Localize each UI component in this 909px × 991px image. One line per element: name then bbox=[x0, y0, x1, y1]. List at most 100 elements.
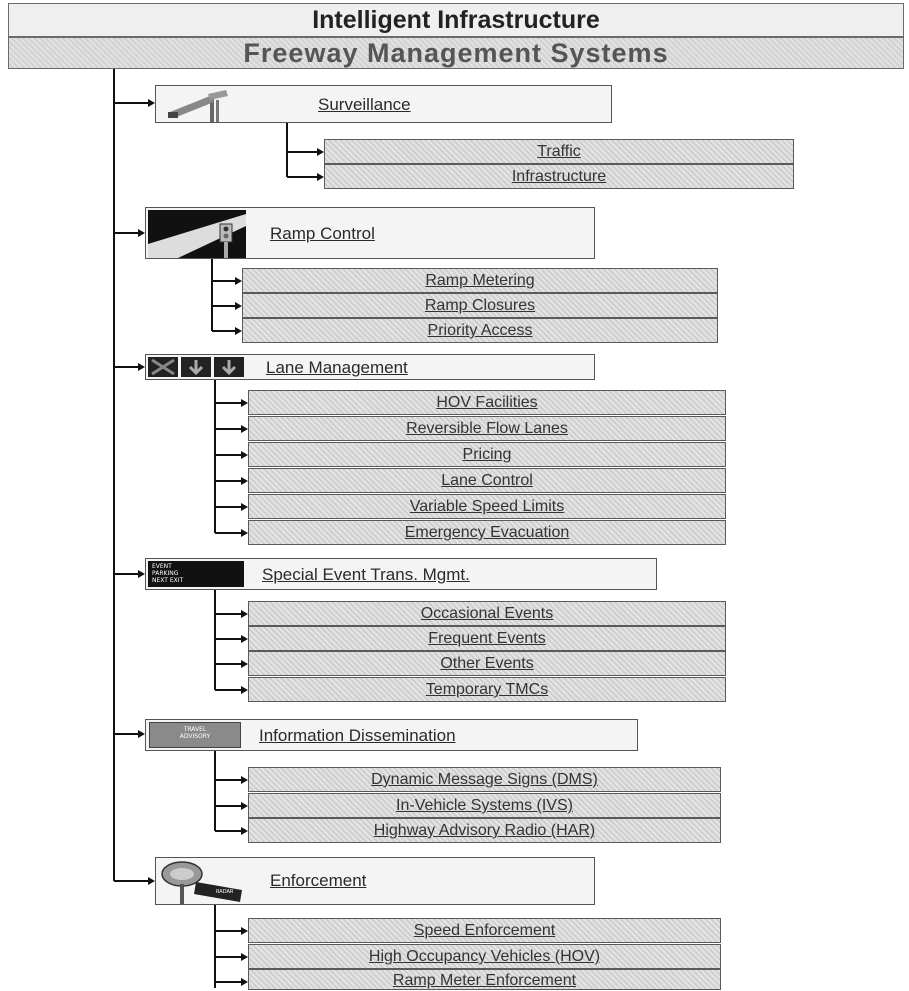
sub-item-traffic[interactable]: Traffic bbox=[324, 139, 794, 164]
connector bbox=[212, 280, 235, 282]
arrow-icon bbox=[241, 477, 248, 485]
arrow-icon bbox=[138, 363, 145, 371]
arrow-icon bbox=[241, 451, 248, 459]
connector bbox=[215, 981, 241, 983]
sub-item-lane-control[interactable]: Lane Control bbox=[248, 468, 726, 493]
connector bbox=[215, 830, 241, 832]
branch-line bbox=[214, 905, 216, 988]
sub-item-speed-enforcement[interactable]: Speed Enforcement bbox=[248, 918, 721, 943]
connector bbox=[114, 733, 138, 735]
sub-item-priority-access[interactable]: Priority Access bbox=[242, 318, 718, 343]
arrow-icon bbox=[148, 877, 155, 885]
arrow-icon bbox=[148, 99, 155, 107]
category-ramp-control[interactable]: Ramp Control bbox=[145, 207, 595, 259]
sub-item-ramp-closures[interactable]: Ramp Closures bbox=[242, 293, 718, 318]
category-label: Surveillance bbox=[318, 95, 411, 114]
sub-item-frequent-events[interactable]: Frequent Events bbox=[248, 626, 726, 651]
category-label: Enforcement bbox=[270, 871, 367, 890]
sub-item-other-events[interactable]: Other Events bbox=[248, 651, 726, 676]
sign-text: EVENT bbox=[152, 563, 172, 570]
arrow-icon bbox=[241, 776, 248, 784]
arrow-icon bbox=[241, 686, 248, 694]
sub-item-variable-speed-limits[interactable]: Variable Speed Limits bbox=[248, 494, 726, 519]
branch-line bbox=[214, 380, 216, 533]
connector bbox=[215, 805, 241, 807]
connector bbox=[215, 532, 241, 534]
sub-item-infrastructure[interactable]: Infrastructure bbox=[324, 164, 794, 189]
branch-line bbox=[211, 259, 213, 331]
connector bbox=[215, 428, 241, 430]
arrow-icon bbox=[138, 730, 145, 738]
connector bbox=[114, 573, 138, 575]
sub-item-dms[interactable]: Dynamic Message Signs (DMS) bbox=[248, 767, 721, 792]
event-parking-sign-icon: EVENT PARKING NEXT EXIT bbox=[148, 561, 244, 587]
connector bbox=[215, 956, 241, 958]
category-surveillance[interactable]: Surveillance bbox=[155, 85, 612, 123]
connector bbox=[215, 638, 241, 640]
arrow-icon bbox=[241, 503, 248, 511]
sub-item-hov-facilities[interactable]: HOV Facilities bbox=[248, 390, 726, 415]
arrow-icon bbox=[241, 802, 248, 810]
sub-item-pricing[interactable]: Pricing bbox=[248, 442, 726, 467]
category-label: Ramp Control bbox=[270, 224, 375, 243]
sub-item-emergency-evacuation[interactable]: Emergency Evacuation bbox=[248, 520, 726, 545]
connector bbox=[215, 402, 241, 404]
category-label: Lane Management bbox=[266, 358, 408, 377]
connector bbox=[215, 689, 241, 691]
connector bbox=[215, 613, 241, 615]
sub-item-ramp-metering[interactable]: Ramp Metering bbox=[242, 268, 718, 293]
diagram-subtitle: Freeway Management Systems bbox=[8, 37, 904, 69]
category-label: Information Dissemination bbox=[259, 726, 456, 745]
arrow-icon bbox=[235, 277, 242, 285]
arrow-icon bbox=[241, 425, 248, 433]
connector bbox=[114, 102, 148, 104]
sub-item-ramp-meter-enforcement[interactable]: Ramp Meter Enforcement bbox=[248, 969, 721, 990]
arrow-icon bbox=[235, 302, 242, 310]
connector bbox=[114, 366, 138, 368]
arrow-icon bbox=[138, 570, 145, 578]
sign-text: RADAR bbox=[216, 889, 234, 895]
branch-line bbox=[214, 590, 216, 690]
connector bbox=[287, 151, 317, 153]
sub-item-ivs[interactable]: In-Vehicle Systems (IVS) bbox=[248, 793, 721, 818]
arrow-icon bbox=[241, 610, 248, 618]
category-enforcement[interactable]: RADAR Enforcement bbox=[155, 857, 595, 905]
arrow-icon bbox=[317, 148, 324, 156]
arrow-icon bbox=[138, 229, 145, 237]
category-information-dissemination[interactable]: TRAVEL ADVISORY Information Disseminatio… bbox=[145, 719, 638, 751]
diagram-title: Intelligent Infrastructure bbox=[8, 3, 904, 37]
arrow-icon bbox=[241, 953, 248, 961]
connector bbox=[114, 232, 138, 234]
arrow-icon bbox=[241, 827, 248, 835]
sub-item-occasional-events[interactable]: Occasional Events bbox=[248, 601, 726, 626]
sub-item-hov-enforcement[interactable]: High Occupancy Vehicles (HOV) bbox=[248, 944, 721, 969]
surveillance-camera-icon bbox=[160, 88, 240, 122]
sub-item-temporary-tmcs[interactable]: Temporary TMCs bbox=[248, 677, 726, 702]
connector bbox=[215, 663, 241, 665]
category-label: Special Event Trans. Mgmt. bbox=[262, 565, 470, 584]
sign-text: ADVISORY bbox=[179, 733, 211, 740]
connector bbox=[215, 480, 241, 482]
arrow-icon bbox=[241, 635, 248, 643]
arrow-icon bbox=[241, 529, 248, 537]
lane-control-signals-icon bbox=[148, 357, 246, 377]
sign-text: NEXT EXIT bbox=[152, 577, 184, 584]
category-special-event[interactable]: EVENT PARKING NEXT EXIT Special Event Tr… bbox=[145, 558, 657, 590]
branch-line bbox=[214, 751, 216, 831]
connector bbox=[212, 330, 235, 332]
sign-text: TRAVEL bbox=[183, 726, 207, 733]
connector bbox=[114, 880, 148, 882]
ramp-meter-signal-icon bbox=[148, 210, 246, 258]
sub-item-reversible-flow-lanes[interactable]: Reversible Flow Lanes bbox=[248, 416, 726, 441]
connector bbox=[212, 305, 235, 307]
category-lane-management[interactable]: Lane Management bbox=[145, 354, 595, 380]
radar-speed-sign-icon: RADAR bbox=[160, 860, 244, 904]
sign-text: PARKING bbox=[152, 570, 179, 577]
travel-advisory-sign-icon: TRAVEL ADVISORY bbox=[149, 722, 241, 748]
arrow-icon bbox=[241, 399, 248, 407]
connector bbox=[215, 506, 241, 508]
connector bbox=[287, 176, 317, 178]
arrow-icon bbox=[235, 327, 242, 335]
sub-item-har[interactable]: Highway Advisory Radio (HAR) bbox=[248, 818, 721, 843]
arrow-icon bbox=[241, 660, 248, 668]
